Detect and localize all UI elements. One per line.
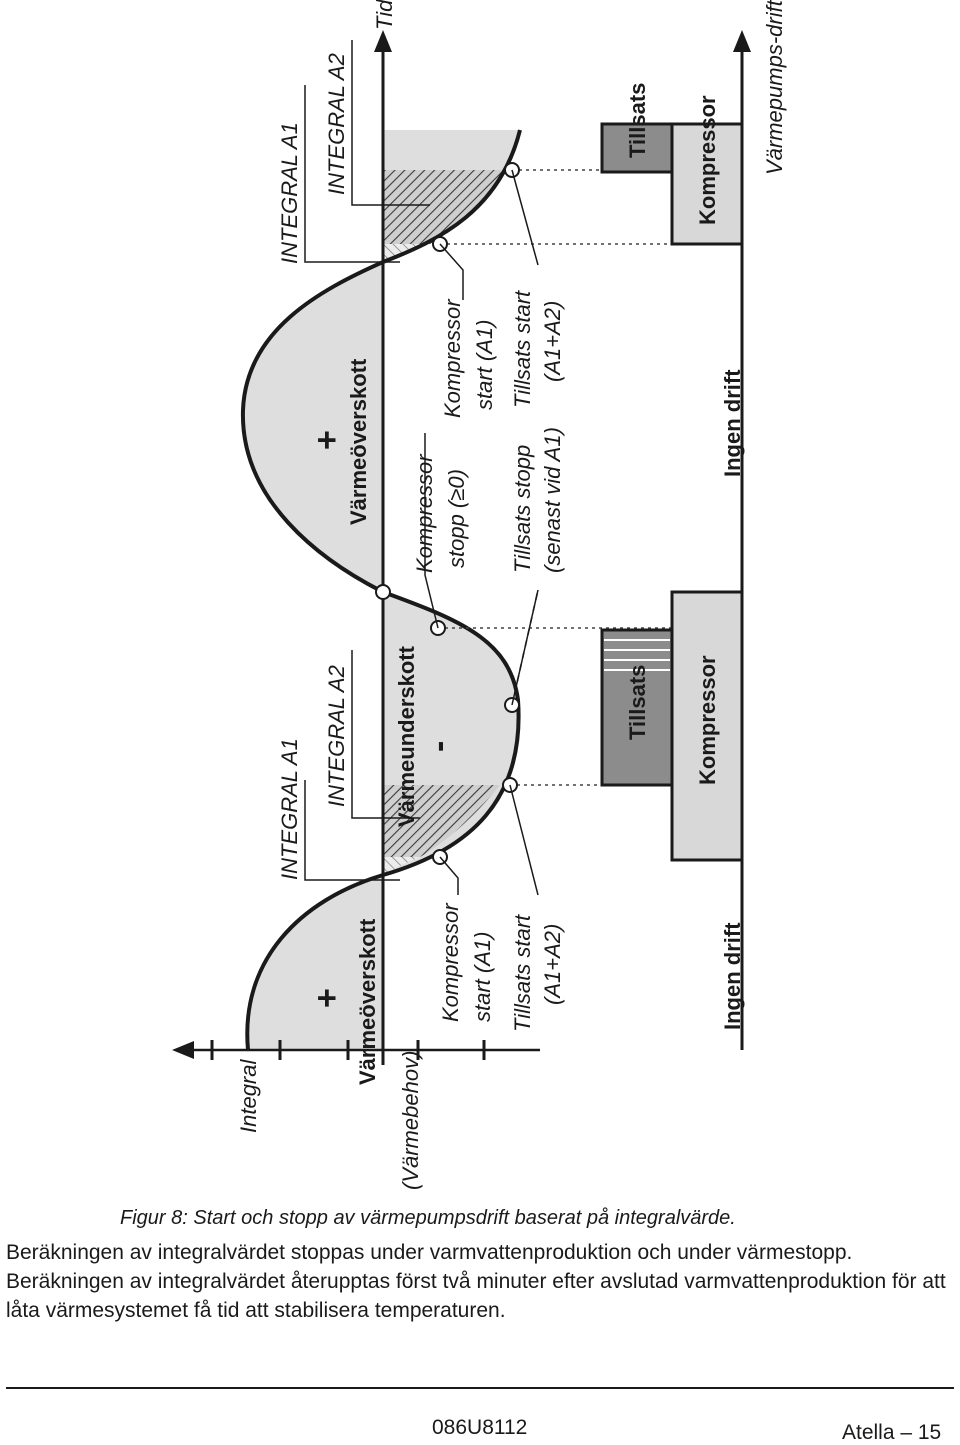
surplus-label-2: Värmeöverskott [346,358,371,525]
operation-axis-arrow [733,30,751,52]
heat-pump-operation-label: Värmepumps-drift [762,0,787,175]
compressor-start-label-1: Kompressor [438,902,463,1022]
integral-leaders [304,40,430,881]
compressor-stop-label: Kompressor [412,453,437,573]
compressor-start-label-2: Kompressor [440,298,465,418]
plus-sign-2: + [308,430,346,450]
plus-sign-1: + [308,988,346,1008]
time-axis-arrow [374,30,392,52]
integral-a2-label-upper: INTEGRAL A2 [324,53,349,195]
compressor-start-sub-1: start (A1) [470,932,495,1022]
integral-a2-hatch-upper [383,170,505,244]
integral-axis-ticks [210,1040,486,1060]
integral-axis-arrow [172,1041,194,1059]
addition-start-label-1: Tillsats start [510,914,535,1032]
compressor-stop-sub: stopp (≥0) [444,469,469,568]
minus-sign: - [420,741,458,752]
addition-start-sub-2: (A1+A2) [540,301,565,382]
zero-crossing-marker [375,584,391,600]
addition-block-2 [600,122,674,174]
integral-a2-label-lower: INTEGRAL A2 [324,665,349,807]
compressor-block-2 [670,122,744,246]
compressor-start-sub-2: start (A1) [472,320,497,410]
document-code: 086U8112 [432,1416,528,1439]
footer-divider [6,1387,954,1389]
body-paragraph: Beräkningen av integralvärdet stoppas un… [6,1241,946,1322]
time-axis-label: Tid [372,0,397,30]
addition-fade-lines [604,639,670,671]
integral-a1-label-lower: INTEGRAL A1 [277,738,302,880]
event-leaders [424,169,539,896]
addition-stop-sub: (senast vid A1) [540,427,565,573]
heat-demand-label: (Värmebehov) [398,1051,423,1190]
deficit-label: Värmeunderskott [394,645,419,827]
addition-stop-label: Tillsats stopp [510,445,535,573]
integral-axis-label: Integral [236,1059,261,1133]
compressor-block-label-1: Kompressor [695,655,720,785]
addition-start-sub-1: (A1+A2) [540,924,565,1005]
addition-start-label-2: Tillsats start [510,290,535,408]
integral-a2-hatch-lower [383,785,500,857]
addition-block-label-1: Tillsats [625,665,650,740]
integral-a1-hatch-lower [383,857,420,875]
addition-block-label-2: Tillsats [625,83,650,158]
page-number: Atella – 15 [842,1421,942,1444]
idle-label-1: Ingen drift [720,922,745,1030]
figure-caption: Figur 8: Start och stopp av värmepumpsdr… [120,1207,736,1229]
compressor-block-label-2: Kompressor [695,95,720,225]
heat-pump-integral-diagram: Integral (Värmebehov) Tid Värmepumps-dri… [172,0,787,1190]
compressor-block-1 [670,590,744,862]
idle-label-2: Ingen drift [720,369,745,477]
integral-a1-label-upper: INTEGRAL A1 [277,122,302,264]
addition-block-1 [600,628,674,787]
surplus-area-1 [247,875,383,1050]
surplus-label-1: Värmeöverskott [355,918,380,1085]
